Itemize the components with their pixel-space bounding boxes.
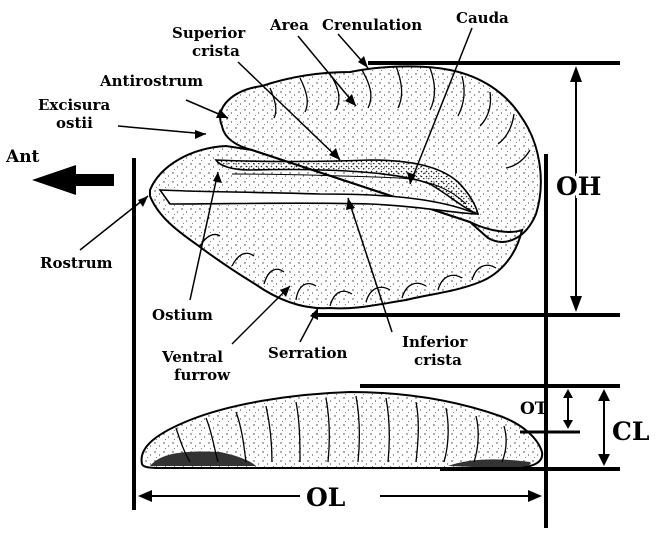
label-cauda: Cauda [456, 9, 509, 27]
label-rostrum: Rostrum [40, 254, 113, 272]
label-serration: Serration [268, 344, 348, 362]
ol-arrow-left [138, 490, 152, 502]
otolith-top-view [150, 66, 541, 308]
label-cl: CL [612, 417, 650, 446]
ot-arrow-down [563, 420, 573, 429]
label-superior-crista-1: Superior [172, 24, 246, 42]
label-ol: OL [306, 483, 346, 512]
ant-arrow [32, 165, 114, 195]
cl-arrow-down [598, 454, 610, 466]
ol-arrow-right [528, 490, 542, 502]
label-crenulation: Crenulation [322, 16, 422, 34]
label-excisura-2: ostii [56, 114, 93, 132]
label-ant: Ant [5, 147, 40, 167]
cl-arrow-up [598, 389, 610, 401]
label-area: Area [269, 16, 309, 34]
label-inferior-crista-1: Inferior [402, 333, 469, 351]
label-antirostrum: Antirostrum [99, 72, 203, 90]
label-ot: OT [520, 399, 548, 419]
ot-arrow-up [563, 389, 573, 398]
label-inferior-crista-2: crista [414, 351, 462, 369]
otolith-lateral-view [142, 392, 543, 468]
label-excisura-1: Excisura [38, 96, 110, 114]
label-ventral-furrow-2: furrow [174, 366, 231, 384]
label-oh: OH [556, 172, 601, 201]
label-ostium: Ostium [152, 306, 213, 324]
label-ventral-furrow-1: Ventral [161, 348, 223, 366]
oh-arrow-down [570, 296, 582, 312]
label-superior-crista-2: crista [192, 42, 240, 60]
oh-arrow-up [570, 66, 582, 82]
